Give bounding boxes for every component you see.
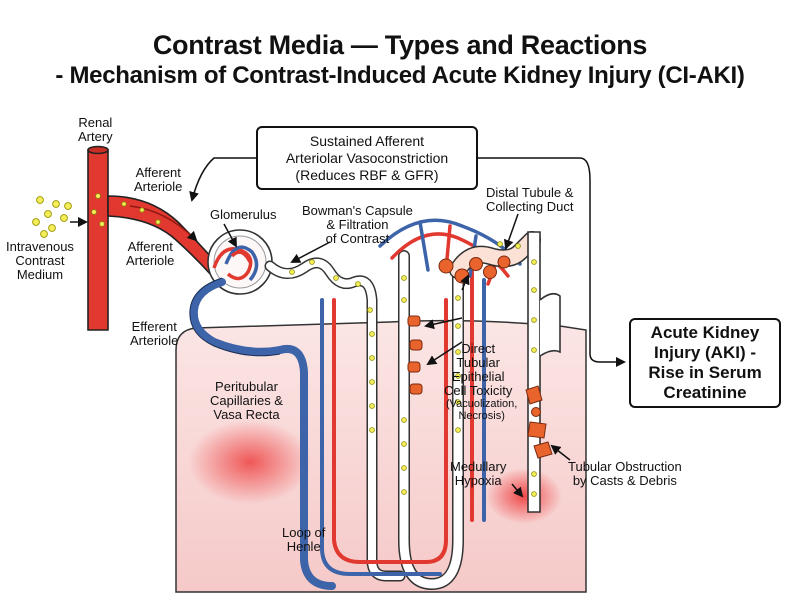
hypoxia-zone-left	[188, 420, 312, 504]
damaged-epithelial-cells-loop	[407, 315, 423, 395]
distal-tubule-lumen	[450, 232, 540, 278]
vasoconstriction-line-1: Sustained Afferent	[309, 132, 425, 149]
damaged-epithelial-cells-distal	[438, 255, 511, 284]
title-line-1: Contrast Media — Types and Reactions	[152, 30, 648, 60]
contrast-dots-artery	[91, 193, 161, 227]
tubular-casts-debris	[525, 385, 553, 459]
connector-arrows	[189, 157, 626, 498]
arterial-flow-arrow	[129, 205, 198, 242]
aki-line-3: Rise in Serum	[648, 363, 762, 382]
efferent-arteriole	[189, 278, 336, 590]
label-glomerulus: Glomerulus	[210, 207, 277, 222]
hypoxia-zone-right	[486, 468, 562, 524]
vasoconstriction-box: Sustained Afferent Arteriolar Vasoconstr…	[256, 126, 478, 190]
efferent-arteriole-outline	[189, 277, 281, 357]
proximal-tubule-lumen	[266, 258, 404, 580]
aki-line-1: Acute Kidney	[650, 323, 760, 342]
aki-line-2: Injury (AKI) -	[654, 343, 756, 362]
vasa-recta	[320, 268, 486, 576]
aki-outcome-box: Acute Kidney Injury (AKI) - Rise in Seru…	[629, 318, 781, 408]
vasoconstriction-line-2: Arteriolar Vasoconstriction	[285, 149, 449, 166]
iv-contrast-dots	[32, 196, 72, 238]
title-line-2: - Mechanism of Contrast-Induced Acute Ki…	[55, 62, 745, 89]
label-distal-tubule: Distal Tubule &Collecting Duct	[486, 185, 574, 214]
label-toxicity-detail: (Vacuolization,Necrosis)	[446, 398, 518, 422]
glomerulus-capillary-tuft	[212, 245, 259, 282]
loop-of-henle-lumen	[399, 251, 463, 589]
aki-line-4: Creatinine	[663, 383, 747, 402]
vasoconstriction-line-3: (Reduces RBF & GFR)	[295, 166, 439, 183]
contrast-dots-tubules	[289, 241, 537, 497]
collecting-duct	[527, 231, 561, 513]
renal-artery	[87, 145, 222, 331]
